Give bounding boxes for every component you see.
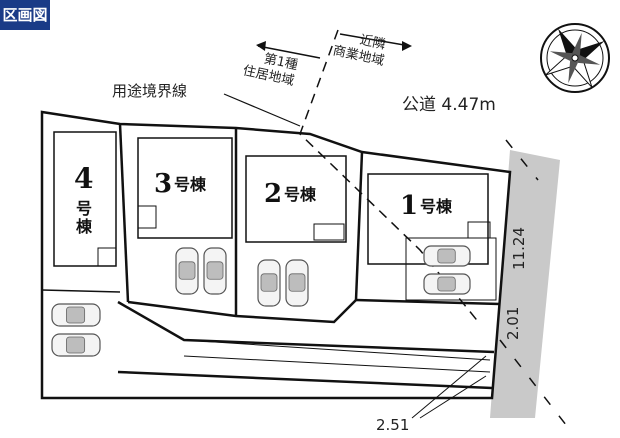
lot-1-suffix: 号棟 bbox=[420, 197, 453, 216]
right-zone-label-1: 近隣 bbox=[358, 32, 387, 53]
boundary-label: 用途境界線 bbox=[112, 82, 187, 100]
dim-leader-a bbox=[411, 355, 487, 419]
dim-leader-b bbox=[419, 375, 487, 419]
lot-3-number: 3 bbox=[154, 169, 172, 199]
car-icon bbox=[423, 245, 471, 267]
lot-divider-4-3 bbox=[118, 123, 130, 303]
lot-4-suffix-2: 棟 bbox=[76, 217, 93, 236]
compass-rose-icon bbox=[540, 23, 610, 93]
building-4-porch bbox=[97, 247, 117, 267]
car-icon bbox=[257, 259, 281, 307]
boundary-leader bbox=[223, 93, 301, 127]
lot-4-number: 4 bbox=[74, 162, 93, 195]
left-zone-arrowhead bbox=[256, 41, 266, 51]
lot-divider-2-1 bbox=[354, 151, 364, 301]
lot-3-suffix: 号棟 bbox=[174, 175, 207, 194]
lot-4-bottom bbox=[41, 289, 121, 293]
left-zone-arrow bbox=[257, 45, 321, 59]
building-3 bbox=[137, 137, 233, 239]
driveway-mid-a bbox=[183, 339, 491, 361]
dim-bottom-width: 2.51 bbox=[376, 416, 409, 434]
dim-frontage: 11.24 bbox=[510, 227, 528, 270]
building-3-porch bbox=[137, 205, 157, 229]
driveway-lower bbox=[117, 370, 493, 390]
lot-3-2-bottom bbox=[127, 299, 357, 324]
building-2 bbox=[245, 155, 347, 243]
building-4 bbox=[53, 131, 117, 267]
lot-1-parking-area bbox=[405, 237, 497, 301]
lot-2-number: 2 bbox=[264, 179, 282, 209]
car-layer bbox=[51, 245, 471, 357]
building-2-porch bbox=[313, 223, 345, 241]
right-zone-arrow bbox=[339, 33, 411, 47]
right-zone-arrowhead bbox=[402, 41, 412, 51]
road-dash-a bbox=[505, 139, 539, 181]
dim-drive-width: 2.01 bbox=[504, 307, 522, 340]
car-icon bbox=[51, 333, 101, 357]
car-icon bbox=[203, 247, 227, 295]
car-icon bbox=[423, 273, 471, 295]
lot-2-suffix: 号棟 bbox=[284, 185, 317, 204]
driveway-mid-b bbox=[183, 355, 491, 373]
road-dash-b bbox=[499, 339, 571, 431]
car-icon bbox=[51, 303, 101, 327]
lot-4-suffix-1: 号 bbox=[76, 199, 92, 218]
car-icon bbox=[285, 259, 309, 307]
road-label: 公道 4.47m bbox=[402, 95, 496, 115]
left-zone-label-1: 第1種 bbox=[262, 51, 299, 74]
car-icon bbox=[175, 247, 199, 295]
lot-1-bottom bbox=[355, 298, 501, 306]
diagram-badge: 区画図 bbox=[0, 0, 50, 30]
lot-1-number: 1 bbox=[400, 191, 418, 221]
